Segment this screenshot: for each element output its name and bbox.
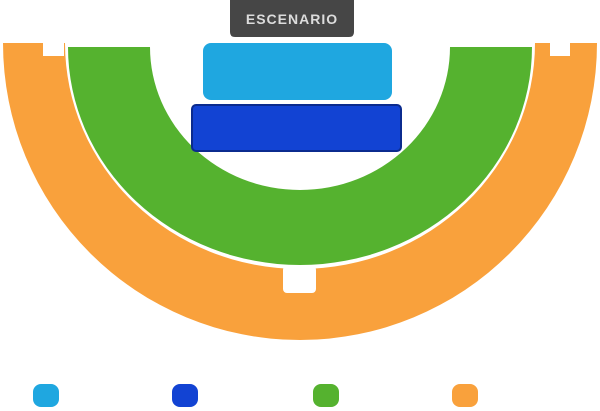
walkway-notch-right — [550, 42, 570, 56]
section-second-dark-blue[interactable] — [191, 104, 402, 152]
legend-dot-orange — [452, 384, 478, 407]
section-front-light-blue[interactable] — [203, 43, 392, 100]
legend-dot-green — [313, 384, 339, 407]
walkway-notch-left — [43, 42, 64, 56]
stage: ESCENARIO — [230, 0, 354, 37]
section-middle-green[interactable] — [68, 47, 532, 265]
walkway-notch-bottom-center — [283, 266, 316, 293]
legend-dot-dark-blue — [172, 384, 198, 407]
stage-box — [230, 0, 354, 37]
legend — [33, 384, 478, 407]
legend-dot-light-blue — [33, 384, 59, 407]
section-outer-orange[interactable] — [3, 43, 597, 340]
stage-label: ESCENARIO — [246, 11, 338, 27]
